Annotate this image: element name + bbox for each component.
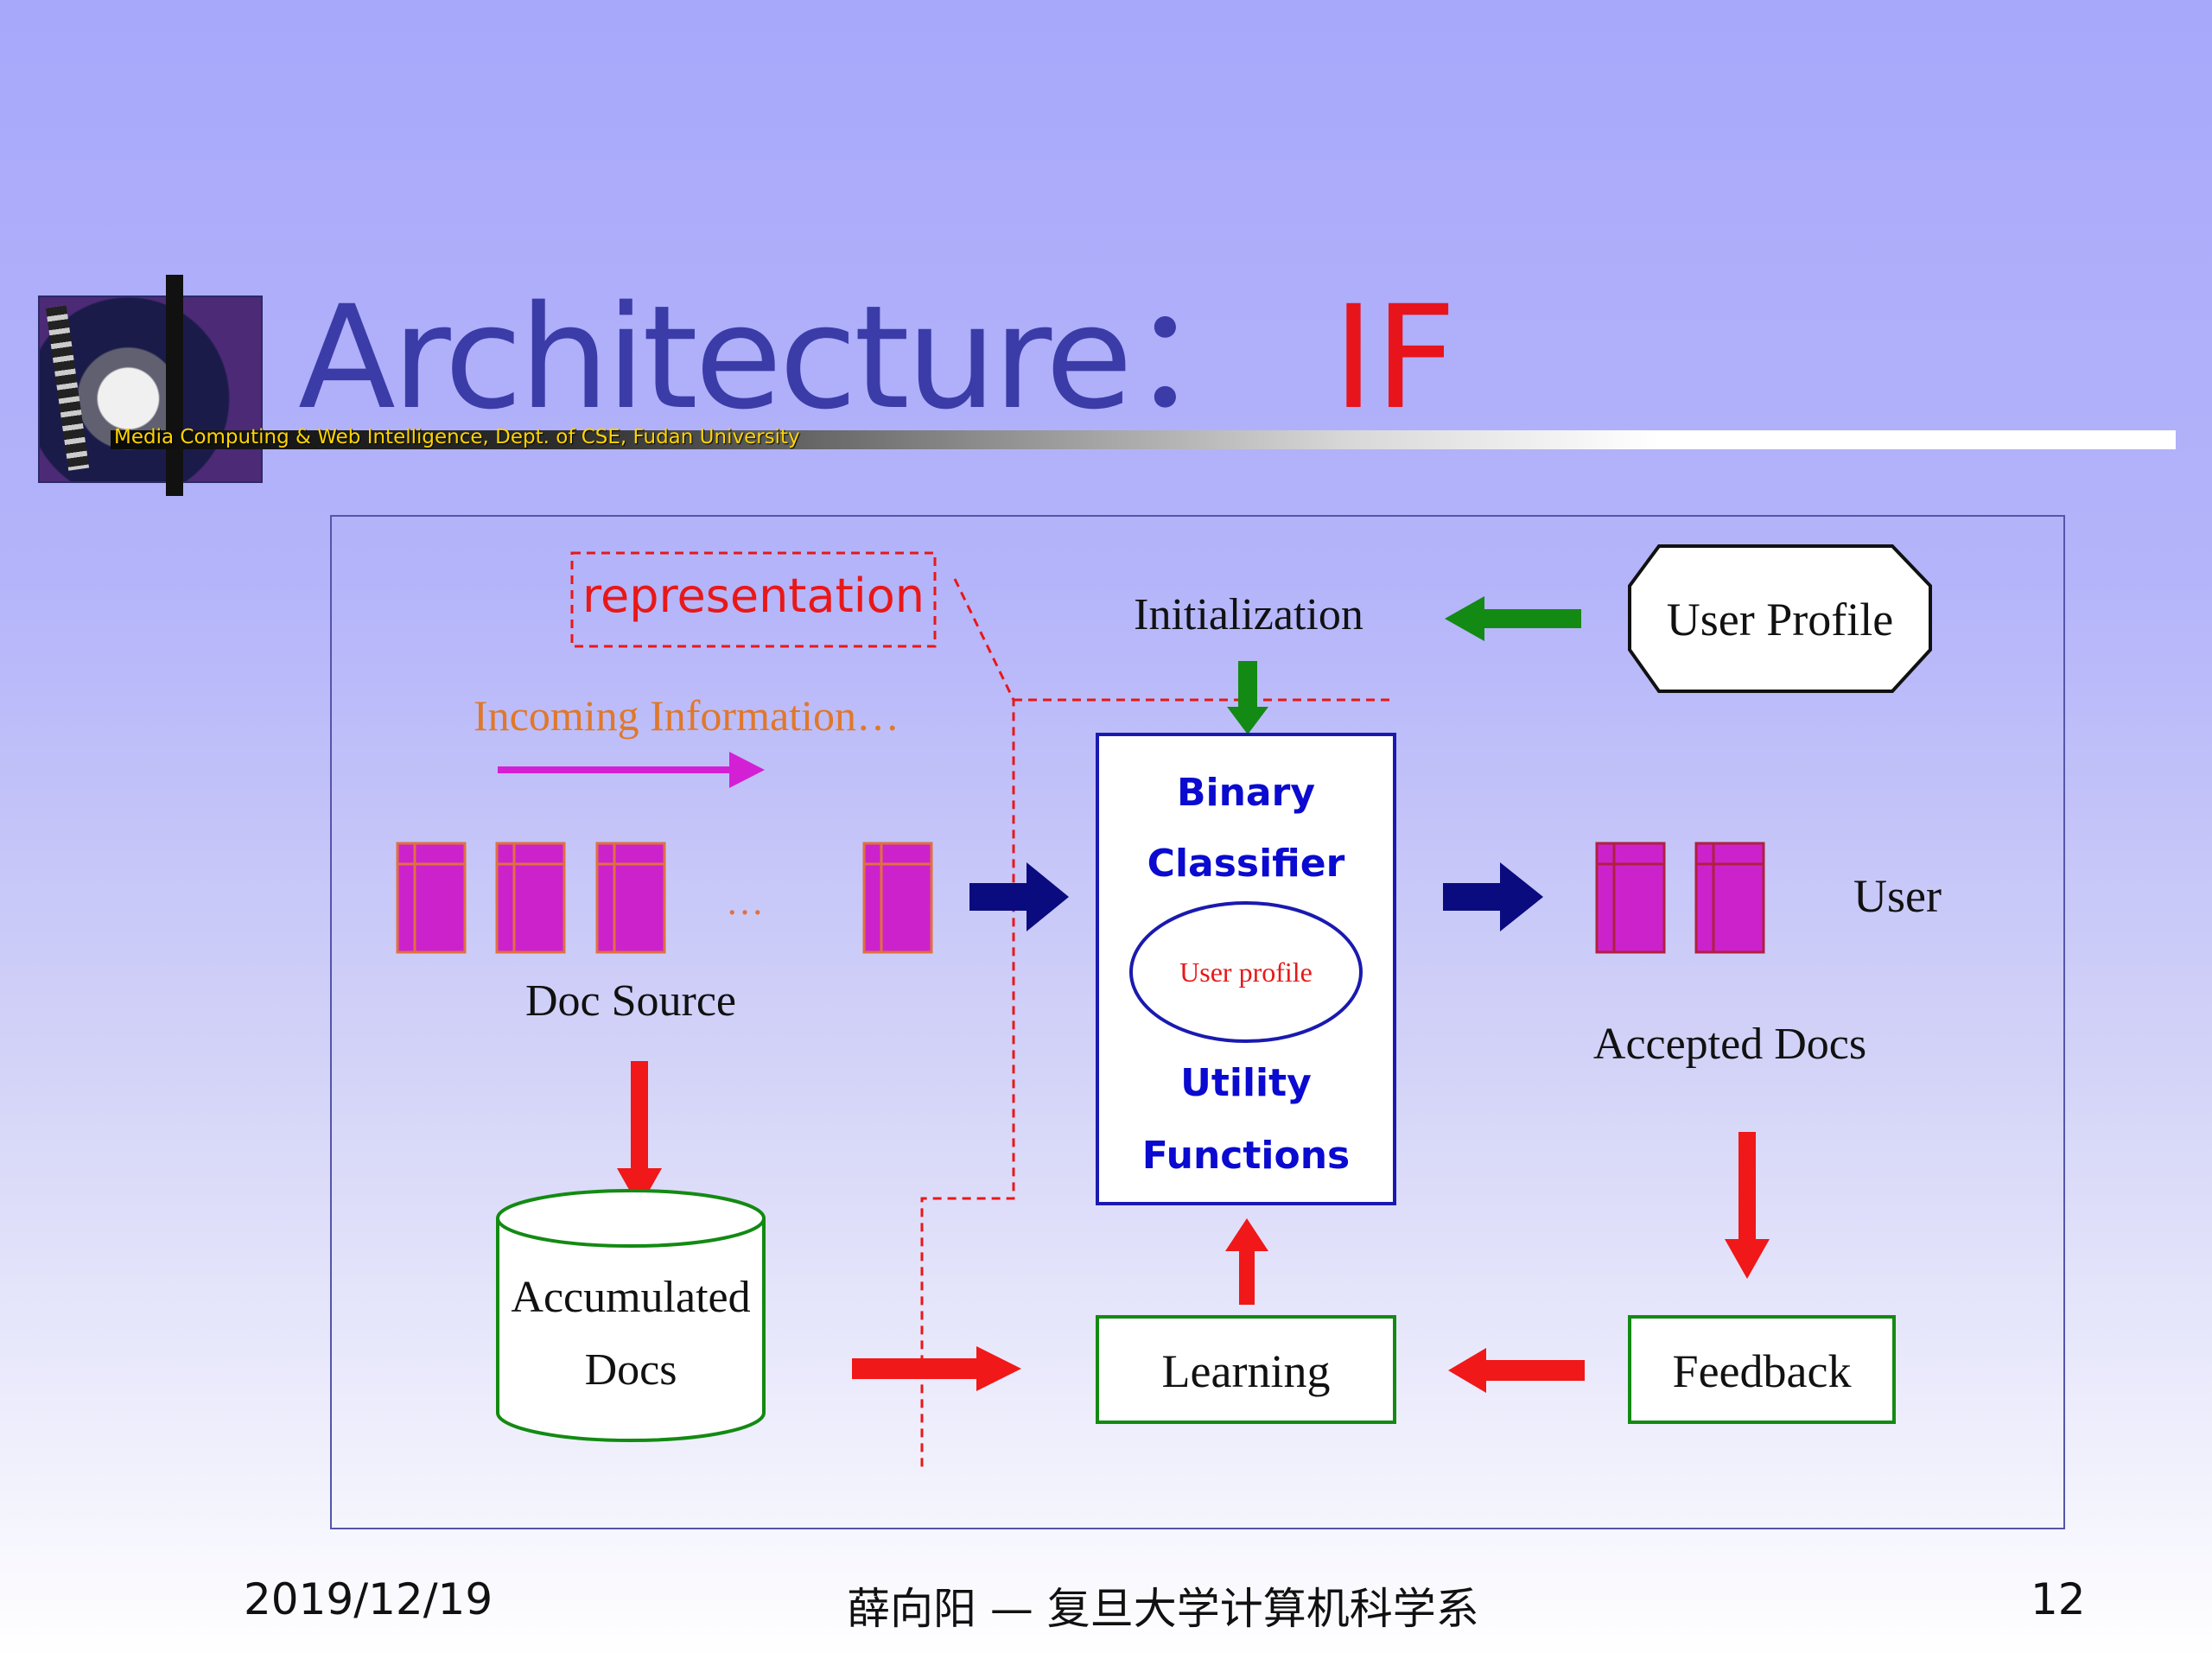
initialization-label: Initialization [1134,590,1363,639]
user-label: User [1853,870,1942,922]
doc-icon [862,842,933,954]
title-separator: ： [1129,275,1273,441]
feedback-label: Feedback [1673,1345,1852,1397]
accepted-doc-lines [1597,843,1764,952]
feedback-box [1628,1315,1896,1424]
doc-source-doc-lines [397,843,931,952]
slide-title: Architecture： IF [298,242,1457,448]
representation-box [570,551,937,648]
red-arrow-down-right [1725,1132,1770,1279]
incoming-information-label: Incoming Information… [474,691,899,740]
navy-arrow-in [969,862,1069,931]
doc-source-docs [396,842,933,954]
user-profile-box [1628,544,1932,693]
title-text: Architecture [298,275,1133,441]
magenta-arrow [498,752,765,788]
footer-author: 薛向阳 — 复旦大学计算机科学系 [847,1584,1479,1634]
banner-text: Media Computing & Web Intelligence, Dept… [114,426,800,448]
doc-icon [1595,842,1666,954]
classifier-utility: Utility [1180,1061,1312,1105]
accumulated-line1: Accumulated [511,1273,750,1322]
header-banner [111,430,2176,449]
classifier-functions: Functions [1142,1134,1350,1178]
red-arrow-down-left [617,1061,662,1208]
accepted-docs [1595,842,1765,954]
classifier-binary: Binary [1177,771,1315,815]
doc-ellipsis: … [726,880,764,923]
accumulated-docs-cylinder [496,1189,766,1442]
accepted-docs-label: Accepted Docs [1593,1020,1866,1069]
classifier-classifier: Classifier [1147,842,1345,886]
learning-label: Learning [1162,1345,1331,1397]
doc-source-label: Doc Source [525,976,736,1026]
representation-label: representation [582,569,925,623]
navy-arrow-out [1443,862,1543,931]
doc-icon [396,842,467,954]
title-accent: IF [1332,275,1457,441]
green-arrow-left [1445,596,1581,641]
lab-logo-icon [38,296,263,483]
red-arrow-left [1448,1348,1585,1393]
red-arrow-right [852,1346,1021,1391]
footer-page-number: 12 [2031,1574,2086,1624]
accumulated-line2: Docs [585,1345,677,1395]
diagram-frame [330,515,2065,1529]
boundary-dashed-line [920,578,1015,1469]
inner-user-profile-ellipse [1129,901,1363,1043]
green-arrow-down [1227,661,1268,734]
learning-box [1096,1315,1396,1424]
doc-icon [1694,842,1765,954]
footer-date: 2019/12/19 [244,1574,493,1624]
doc-icon [495,842,566,954]
red-arrow-up [1225,1218,1268,1305]
inner-user-profile-label: User profile [1179,957,1313,988]
doc-icon [595,842,666,954]
user-profile-label: User Profile [1667,594,1893,645]
